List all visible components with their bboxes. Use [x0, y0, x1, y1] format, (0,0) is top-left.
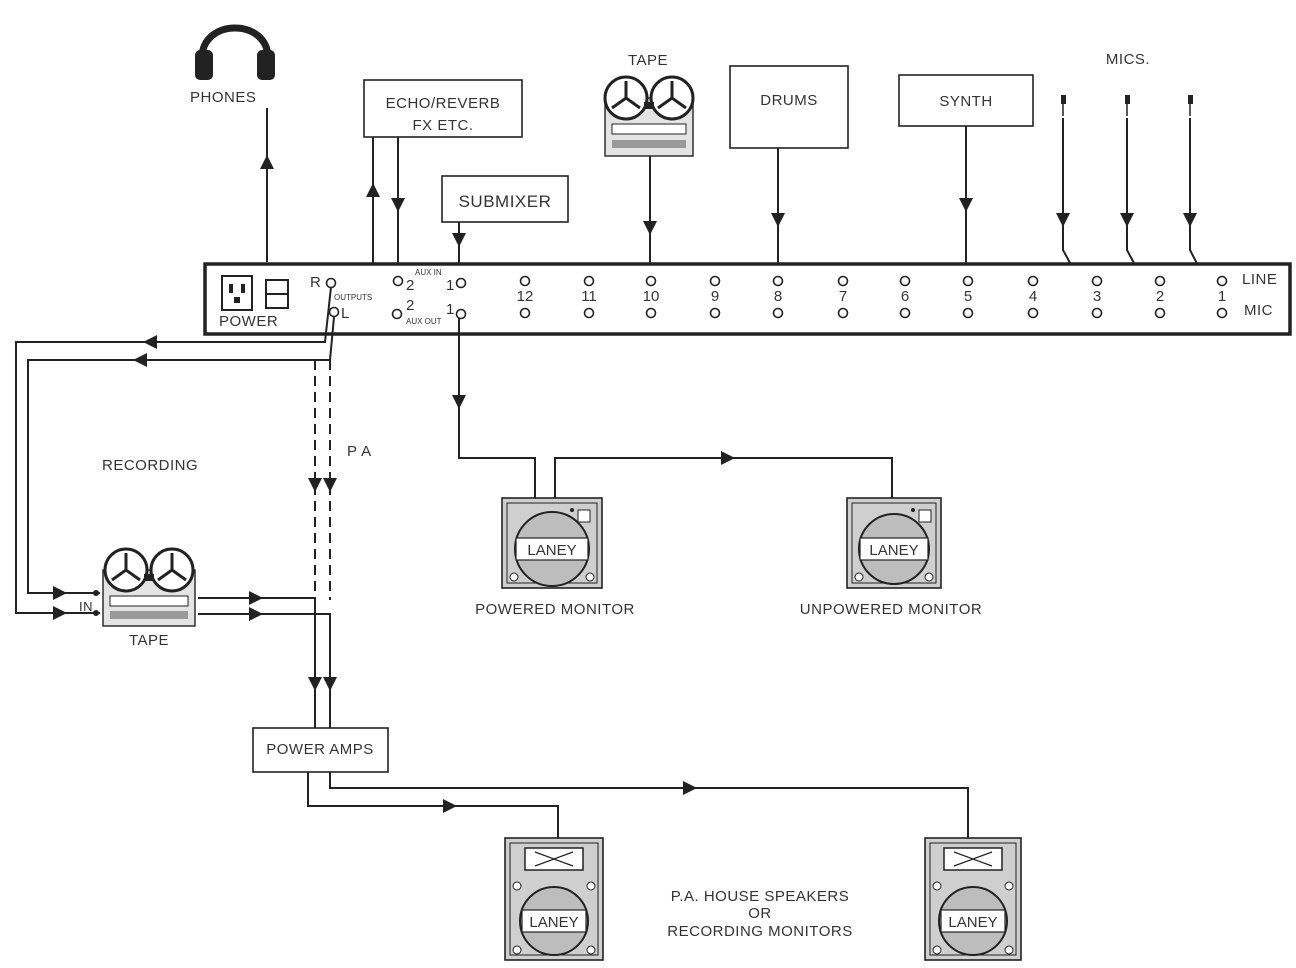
mics-label: MICS.	[1106, 51, 1150, 68]
svg-text:3: 3	[1093, 288, 1101, 305]
outputs-label: OUTPUTS	[334, 293, 372, 302]
submixer-box	[441, 175, 569, 223]
aux-in-2-label: 2	[406, 277, 414, 294]
channel-strip-7: 7	[837, 275, 849, 319]
aux-in-1-label: 1	[446, 277, 454, 294]
power-amps-box	[252, 727, 389, 773]
power-switch-icon	[265, 279, 289, 309]
tape-out-wire-1	[198, 597, 316, 728]
channel-strip-3: 3	[1091, 275, 1103, 319]
svg-text:2: 2	[1156, 288, 1164, 305]
pa-label: P A	[347, 443, 372, 460]
house-speakers-label: P.A. HOUSE SPEAKERS	[671, 888, 849, 905]
unpowered-monitor-label: UNPOWERED MONITOR	[800, 601, 982, 618]
tape-deck-bottom-icon	[102, 547, 196, 627]
output-l-jack	[328, 306, 340, 318]
mixer-panel	[203, 262, 1292, 336]
channel-strip-4: 4	[1027, 275, 1039, 319]
svg-text:11: 11	[581, 288, 597, 305]
output-r-label: R	[310, 274, 321, 291]
powered-monitor-icon: LANEY	[501, 497, 603, 589]
power-label: POWER	[219, 313, 278, 330]
tape-top-label: TAPE	[628, 52, 668, 69]
aux-in-1-jack	[455, 277, 467, 289]
aux-in-label: AUX IN	[415, 268, 442, 277]
echo-reverb-label: ECHO/REVERB	[386, 95, 501, 112]
tape-in-jack-2	[93, 610, 99, 616]
output-l-label: L	[341, 305, 350, 322]
svg-text:12: 12	[517, 288, 534, 305]
line-label: LINE	[1242, 271, 1277, 288]
svg-text:9: 9	[711, 288, 719, 305]
aux-out-2-label: 2	[406, 297, 414, 314]
house-or-label: OR	[748, 905, 772, 922]
drums-box	[729, 65, 849, 149]
mic-label: MIC	[1244, 302, 1273, 319]
phones-label: PHONES	[190, 89, 256, 106]
channel-strip-12: 12	[517, 275, 534, 319]
aux-out-2-jack	[391, 308, 403, 320]
synth-box	[898, 74, 1034, 127]
tape-in-jack-1	[93, 590, 99, 596]
svg-text:7: 7	[839, 288, 847, 305]
svg-text:LANEY: LANEY	[527, 542, 576, 559]
svg-text:6: 6	[901, 288, 909, 305]
mic-icon-2	[1125, 95, 1130, 116]
mic-icon-1	[1188, 95, 1193, 116]
recording-monitors-label: RECORDING MONITORS	[667, 923, 852, 940]
svg-text:4: 4	[1029, 288, 1037, 305]
channel-strip-6: 6	[899, 275, 911, 319]
house-speaker-left-icon: LANEY	[504, 837, 604, 961]
svg-text:1: 1	[1218, 288, 1226, 305]
svg-text:5: 5	[964, 288, 972, 305]
tape-out-wire-2	[198, 613, 331, 728]
channel-strip-8: 8	[772, 275, 784, 319]
output-r-jack	[325, 277, 337, 289]
powered-monitor-label: POWERED MONITOR	[475, 601, 635, 618]
amp-to-right-speaker	[329, 772, 969, 840]
headphones-icon	[195, 24, 275, 80]
power-amps-label: POWER AMPS	[266, 741, 374, 758]
svg-text:LANEY: LANEY	[948, 914, 997, 931]
channel-strip-10: 10	[643, 275, 660, 319]
tape-bottom-label: TAPE	[129, 632, 169, 649]
house-speaker-right-icon: LANEY	[924, 837, 1022, 961]
tape-in-label: IN	[79, 599, 93, 614]
channel-strip-5: 5	[962, 275, 974, 319]
unpowered-monitor-icon: LANEY	[846, 497, 942, 589]
aux-out-label: AUX OUT	[406, 317, 442, 326]
channel-strip-2: 2	[1154, 275, 1166, 319]
echo-fx-label: FX ETC.	[412, 117, 473, 134]
svg-text:LANEY: LANEY	[529, 914, 578, 931]
drums-label: DRUMS	[760, 92, 818, 109]
aux-out-1-jack	[455, 308, 467, 320]
svg-text:8: 8	[774, 288, 782, 305]
aux-in-2-jack	[392, 275, 404, 287]
channel-strip-9: 9	[709, 275, 721, 319]
power-socket-icon	[221, 275, 253, 311]
echo-reverb-box	[363, 79, 523, 138]
aux-out-1-label: 1	[446, 301, 454, 318]
tape-deck-top-icon	[603, 75, 695, 157]
channel-strip-1: 1	[1216, 275, 1228, 319]
svg-text:LANEY: LANEY	[869, 542, 918, 559]
channel-strip-11: 11	[581, 275, 597, 319]
svg-text:10: 10	[643, 288, 660, 305]
mic-icon-3	[1061, 95, 1066, 116]
synth-label: SYNTH	[939, 93, 992, 110]
monitor-feed-wire	[458, 318, 536, 500]
recording-label: RECORDING	[102, 457, 198, 474]
submixer-label: SUBMIXER	[459, 192, 552, 211]
monitor-link-wire	[554, 457, 893, 500]
